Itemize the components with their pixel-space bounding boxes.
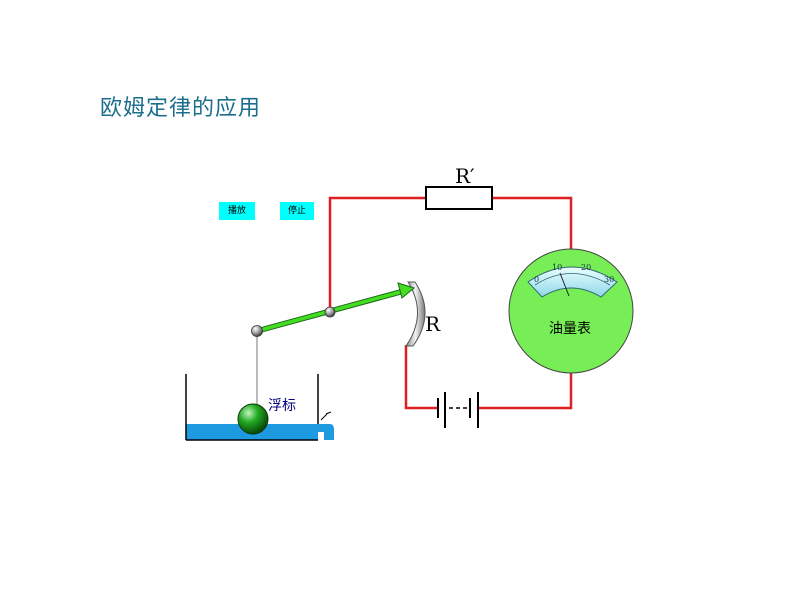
float-label: 浮标 [268, 398, 296, 414]
battery [437, 392, 479, 428]
variable-resistor-label: R [425, 312, 441, 336]
meter-dial [527, 266, 618, 298]
gauge-tick-10: 10 [552, 263, 562, 272]
valve-icon [320, 411, 332, 421]
lever-end-pivot [251, 325, 263, 337]
wire-top-right [492, 196, 573, 250]
play-button[interactable]: 播放 [219, 202, 255, 220]
gauge-tick-0: 0 [534, 275, 539, 284]
stop-button[interactable]: 停止 [280, 202, 314, 220]
wire-top-left [328, 196, 426, 312]
wire-bottom-left [404, 345, 438, 410]
gauge-tick-30: 30 [604, 275, 614, 284]
variable-resistor-arc [405, 281, 426, 347]
meter-label: 油量表 [549, 321, 591, 337]
float-ball [237, 403, 269, 435]
lever-arrow-head [397, 282, 416, 299]
wires [328, 196, 573, 410]
oil-gauge-meter: 0 10 20 30 油量表 [508, 248, 634, 374]
gauge-needle [559, 272, 570, 297]
wire-right [478, 372, 573, 410]
lever-fulcrum [324, 306, 336, 318]
gauge-tick-20: 20 [581, 263, 591, 272]
outlet-pipe [318, 424, 334, 440]
fixed-resistor [425, 186, 493, 210]
fixed-resistor-label: R′ [455, 164, 475, 188]
page-title: 欧姆定律的应用 [100, 96, 262, 121]
